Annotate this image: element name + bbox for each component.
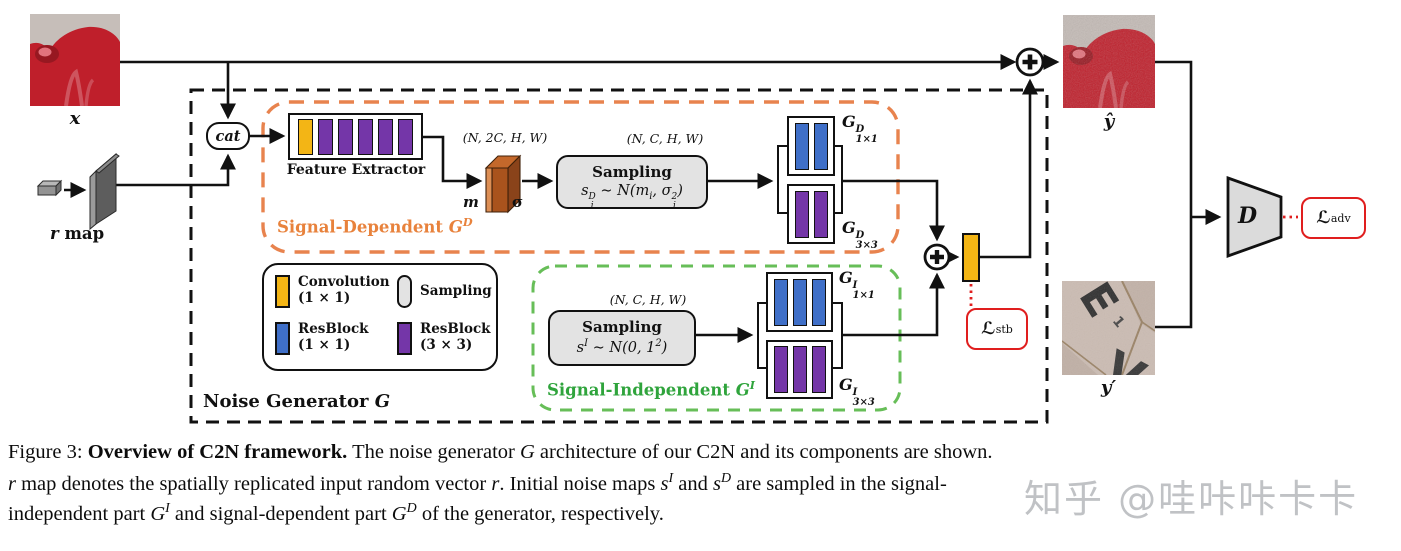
- sampling-dependent-title: Sampling: [592, 163, 672, 181]
- output-image-yhat: [1063, 15, 1155, 109]
- sampling-independent-title: Sampling: [582, 318, 662, 336]
- m-sigma-slab: [484, 154, 522, 214]
- res3x3-block: [773, 346, 788, 393]
- caption-line-3: independent part GI and signal-dependent…: [8, 501, 664, 525]
- input-image-x: [30, 14, 120, 107]
- noise-generator-frame: [189, 88, 1049, 424]
- res3x3-block: [338, 118, 353, 155]
- gi-3x3-box: [766, 340, 833, 399]
- res1x1-block: [813, 122, 828, 170]
- legend-item-resblock-1x1: ResBlock(1 × 1): [275, 321, 369, 355]
- feature-extractor-label: Feature Extractor: [286, 162, 426, 178]
- res3x3-block: [811, 346, 826, 393]
- res3x3-block: [358, 118, 373, 155]
- output-image-label: ŷ: [1103, 111, 1115, 132]
- gd-1x1-blocks: [789, 118, 833, 174]
- legend-item-resblock-3x3: ResBlock(3 × 3): [397, 321, 491, 355]
- wire-conv-to-top-add: [980, 78, 1039, 259]
- wire-rmap-to-cat: [115, 153, 237, 187]
- shape-label-nchw-independent: (N, C, H, W): [609, 292, 687, 307]
- sigma-label: σ: [512, 193, 524, 211]
- caption-line-1: Figure 3: Overview of C2N framework. The…: [8, 441, 993, 463]
- convolution-swatch: [275, 275, 290, 308]
- res3x3-block: [792, 346, 807, 393]
- reference-image-label: y′: [1100, 377, 1117, 398]
- discriminator-shape: [1226, 176, 1283, 258]
- shape-label-n2chw: (N, 2C, H, W): [462, 130, 548, 145]
- shape-label-nchw-dependent: (N, C, H, W): [626, 131, 704, 146]
- res1x1-block: [811, 278, 826, 326]
- conv1x1-block: [298, 118, 313, 155]
- add-node-mid: [923, 243, 951, 271]
- res3x3-block: [813, 190, 828, 238]
- feature-extractor-box: [288, 113, 423, 160]
- gd-3x3-blocks: [789, 186, 833, 242]
- legend-box: Convolution(1 × 1) Sampling ResBlock(1 ×…: [262, 263, 498, 371]
- sampling-swatch: [397, 275, 412, 308]
- res1x1-block: [794, 122, 809, 170]
- output-conv-block: [962, 233, 980, 282]
- wire-gi-to-add: [843, 272, 946, 337]
- noise-generator-label: Noise Generator G: [203, 391, 391, 412]
- res1x1-block: [773, 278, 788, 326]
- r-vector-box: [36, 179, 63, 197]
- m-label: m: [463, 193, 479, 211]
- res3x3-block: [794, 190, 809, 238]
- wire-yhat-yprime-join: [1155, 60, 1193, 329]
- wire-gd-to-add: [843, 179, 946, 242]
- gi-1x1-box: [766, 272, 833, 332]
- reference-image-yprime: E 1 V: [1061, 274, 1156, 407]
- legend-item-sampling: Sampling: [397, 275, 492, 308]
- signal-independent-title: Signal-Independent GI: [547, 378, 756, 400]
- res3x3-block: [378, 118, 393, 155]
- cat-node: cat: [206, 122, 250, 150]
- res1x1-block: [792, 278, 807, 326]
- watermark: 知乎 @哇咔咔卡卡: [1024, 477, 1359, 521]
- wire-fe-to-msigma: [423, 135, 483, 190]
- gi-1x1-blocks: [768, 274, 831, 330]
- add-node-top: [1015, 47, 1045, 77]
- res3x3-block: [318, 118, 333, 155]
- signal-dependent-title: Signal-Dependent GD: [277, 215, 473, 237]
- feature-extractor-blocks: [290, 115, 421, 158]
- input-image-label: x: [69, 108, 81, 129]
- r-map-plane: [89, 152, 120, 231]
- figure-caption: Figure 3: Overview of C2N framework. The…: [8, 441, 1398, 531]
- sampling-independent-formula: sI ∼ N(0, 12): [576, 338, 668, 356]
- gd-3x3-box: [787, 184, 835, 244]
- legend-item-convolution: Convolution(1 × 1): [275, 274, 390, 308]
- gd-1x1-box: [787, 116, 835, 176]
- signal-dependent-frame: [261, 100, 900, 254]
- discriminator-label: D: [1238, 203, 1258, 229]
- res3x3-block: [398, 118, 413, 155]
- caption-line-2: r map denotes the spatially replicated i…: [8, 471, 947, 495]
- resblock-3x3-swatch: [397, 322, 412, 355]
- diagram-wires-layer: [36, 47, 1298, 424]
- r-map-label: r map: [50, 224, 105, 243]
- signal-independent-frame: [531, 264, 902, 412]
- cat-label: cat: [215, 127, 241, 145]
- gi-3x3-blocks: [768, 342, 831, 397]
- resblock-1x1-swatch: [275, 322, 290, 355]
- sampling-independent-box: Sampling sI ∼ N(0, 12): [548, 310, 696, 366]
